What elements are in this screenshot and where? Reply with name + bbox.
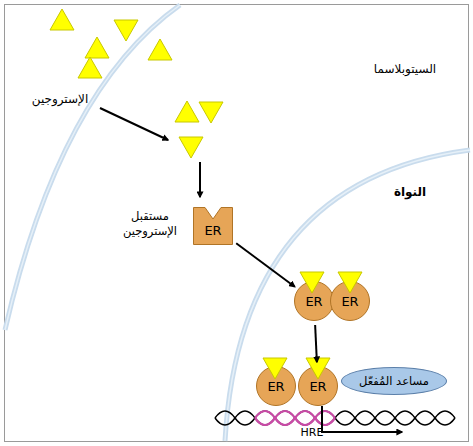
transcription-arrow [322,406,402,432]
node-label: مساعد المُفعّل [359,374,429,388]
estrogen-triangle [114,20,138,41]
estrogen-triangle [50,9,74,30]
node-label: ER [193,223,233,238]
node-label: ER [305,294,322,309]
estrogen-triangle [306,358,330,379]
dna-strand [215,411,455,425]
coactivator-ellipse: مساعد المُفعّل [341,367,447,395]
estrogen-triangle [300,272,324,293]
hre-strand [255,411,335,425]
node-label: ER [341,294,358,309]
cell-membrane-core [5,5,180,330]
estrogen-triangle [78,57,102,78]
region-label: النواة [370,185,450,199]
dna-helix [215,411,455,425]
connector-layer [236,243,317,362]
receptor-circle: ER [330,281,370,321]
estrogen-triangle [263,358,287,379]
estrogen-triangle [338,272,362,293]
molecule-label: الإستروجين [10,92,110,106]
estrogen-triangle [199,102,223,123]
frame [5,5,469,442]
estrogen-triangle [148,39,172,60]
receptor-circle: ER [256,366,296,406]
receptor-outline [194,208,233,245]
cell-membrane [5,5,180,330]
estrogen-triangle [85,37,109,58]
flow-arrow [315,325,317,362]
node-label: ER [267,379,284,394]
receptor-box: ERمستقبل الإستروجين [193,207,233,245]
element-label: HRE [282,426,342,439]
estrogen-triangle [179,137,203,158]
estrogen-triangle [175,101,199,122]
hre-strand [255,411,335,425]
nuclear-envelope-core [225,150,470,441]
binding-arrow [199,162,201,197]
node-label: ER [309,379,326,394]
node-heading: مستقبل الإستروجين [113,209,187,239]
region-label: السيتوبلاسما [350,62,460,76]
bound-estrogen [263,272,362,379]
flow-arrow [236,243,295,286]
nuclear-envelope [225,150,470,441]
estrogen-molecules [50,9,223,158]
receptor-circle: ER [298,366,338,406]
entry-arrow [100,108,168,140]
dna-strand [215,411,455,425]
receptor-circle: ER [294,281,334,321]
